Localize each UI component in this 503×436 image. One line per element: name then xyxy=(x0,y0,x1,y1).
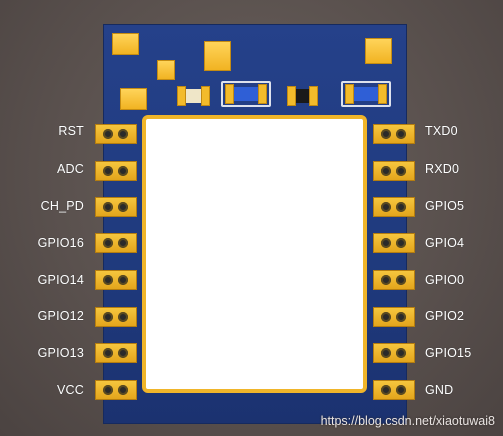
pin-hole xyxy=(396,202,406,212)
pin-label-rxd0: RXD0 xyxy=(425,162,460,176)
pin-label-gpio5: GPIO5 xyxy=(425,199,465,213)
smd-capacitor xyxy=(341,81,391,107)
smd-diode xyxy=(287,86,318,106)
smd-resistor xyxy=(177,86,210,106)
pin-label-gpio4: GPIO4 xyxy=(425,236,465,250)
pin-hole xyxy=(103,385,113,395)
component-terminal xyxy=(201,86,210,106)
component-terminal xyxy=(177,86,186,106)
pin-hole xyxy=(118,238,128,248)
pin-hole xyxy=(103,129,113,139)
pin-header-vcc xyxy=(95,380,137,400)
pin-hole xyxy=(396,312,406,322)
pin-hole xyxy=(103,166,113,176)
pin-header-gpio12 xyxy=(95,307,137,327)
pin-hole xyxy=(381,202,391,212)
pin-hole xyxy=(103,238,113,248)
pin-hole xyxy=(118,129,128,139)
pin-hole xyxy=(396,275,406,285)
pin-hole xyxy=(381,166,391,176)
pin-label-gpio15: GPIO15 xyxy=(425,346,472,360)
pin-hole xyxy=(396,385,406,395)
pin-hole xyxy=(396,129,406,139)
pin-label-gpio12: GPIO12 xyxy=(37,309,84,323)
top-pad xyxy=(204,41,231,71)
pin-header-gpio15 xyxy=(373,343,415,363)
pin-header-adc xyxy=(95,161,137,181)
pin-label-vcc: VCC xyxy=(57,383,84,397)
watermark-text: https://blog.csdn.net/xiaotuwai8 xyxy=(320,414,495,428)
pin-hole xyxy=(381,275,391,285)
pin-hole xyxy=(396,166,406,176)
component-outline xyxy=(341,81,391,107)
pin-header-gpio4 xyxy=(373,233,415,253)
pin-label-gnd: GND xyxy=(425,383,454,397)
component-body xyxy=(354,87,378,101)
pin-hole xyxy=(103,275,113,285)
pin-label-rst: RST xyxy=(58,124,84,138)
top-pad xyxy=(157,60,175,80)
pin-hole xyxy=(396,348,406,358)
pin-hole xyxy=(118,312,128,322)
pin-label-adc: ADC xyxy=(57,162,84,176)
pin-label-gpio2: GPIO2 xyxy=(425,309,465,323)
component-terminal xyxy=(225,84,234,104)
component-terminal xyxy=(258,84,267,104)
pin-label-ch-pd: CH_PD xyxy=(40,199,84,213)
pin-header-rst xyxy=(95,124,137,144)
pin-header-ch-pd xyxy=(95,197,137,217)
smd-capacitor xyxy=(221,81,271,107)
component-terminal xyxy=(309,86,318,106)
pin-header-gpio14 xyxy=(95,270,137,290)
component-outline xyxy=(221,81,271,107)
pin-hole xyxy=(118,202,128,212)
pin-header-gpio2 xyxy=(373,307,415,327)
pin-hole xyxy=(381,385,391,395)
pin-hole xyxy=(381,238,391,248)
pin-header-gpio5 xyxy=(373,197,415,217)
rf-shield xyxy=(142,115,367,393)
top-pad xyxy=(112,33,139,55)
pin-header-txd0 xyxy=(373,124,415,144)
pin-hole xyxy=(103,348,113,358)
pin-label-gpio13: GPIO13 xyxy=(37,346,84,360)
pin-label-txd0: TXD0 xyxy=(425,124,458,138)
component-terminal xyxy=(287,86,296,106)
pin-hole xyxy=(118,166,128,176)
pin-label-gpio14: GPIO14 xyxy=(37,273,84,287)
pin-label-gpio0: GPIO0 xyxy=(425,273,465,287)
pin-header-gpio13 xyxy=(95,343,137,363)
pin-header-rxd0 xyxy=(373,161,415,181)
pin-hole xyxy=(396,238,406,248)
top-pad xyxy=(120,88,147,110)
pin-hole xyxy=(103,202,113,212)
pin-hole xyxy=(381,129,391,139)
component-body xyxy=(234,87,258,101)
component-body xyxy=(186,89,201,103)
pin-hole xyxy=(381,348,391,358)
pin-header-gnd xyxy=(373,380,415,400)
component-terminal xyxy=(345,84,354,104)
pin-hole xyxy=(381,312,391,322)
pin-hole xyxy=(118,348,128,358)
pin-header-gpio0 xyxy=(373,270,415,290)
pin-hole xyxy=(118,275,128,285)
pin-hole xyxy=(118,385,128,395)
component-body xyxy=(296,89,309,103)
pin-hole xyxy=(103,312,113,322)
component-terminal xyxy=(378,84,387,104)
pin-label-gpio16: GPIO16 xyxy=(37,236,84,250)
pin-header-gpio16 xyxy=(95,233,137,253)
top-pad xyxy=(365,38,392,64)
